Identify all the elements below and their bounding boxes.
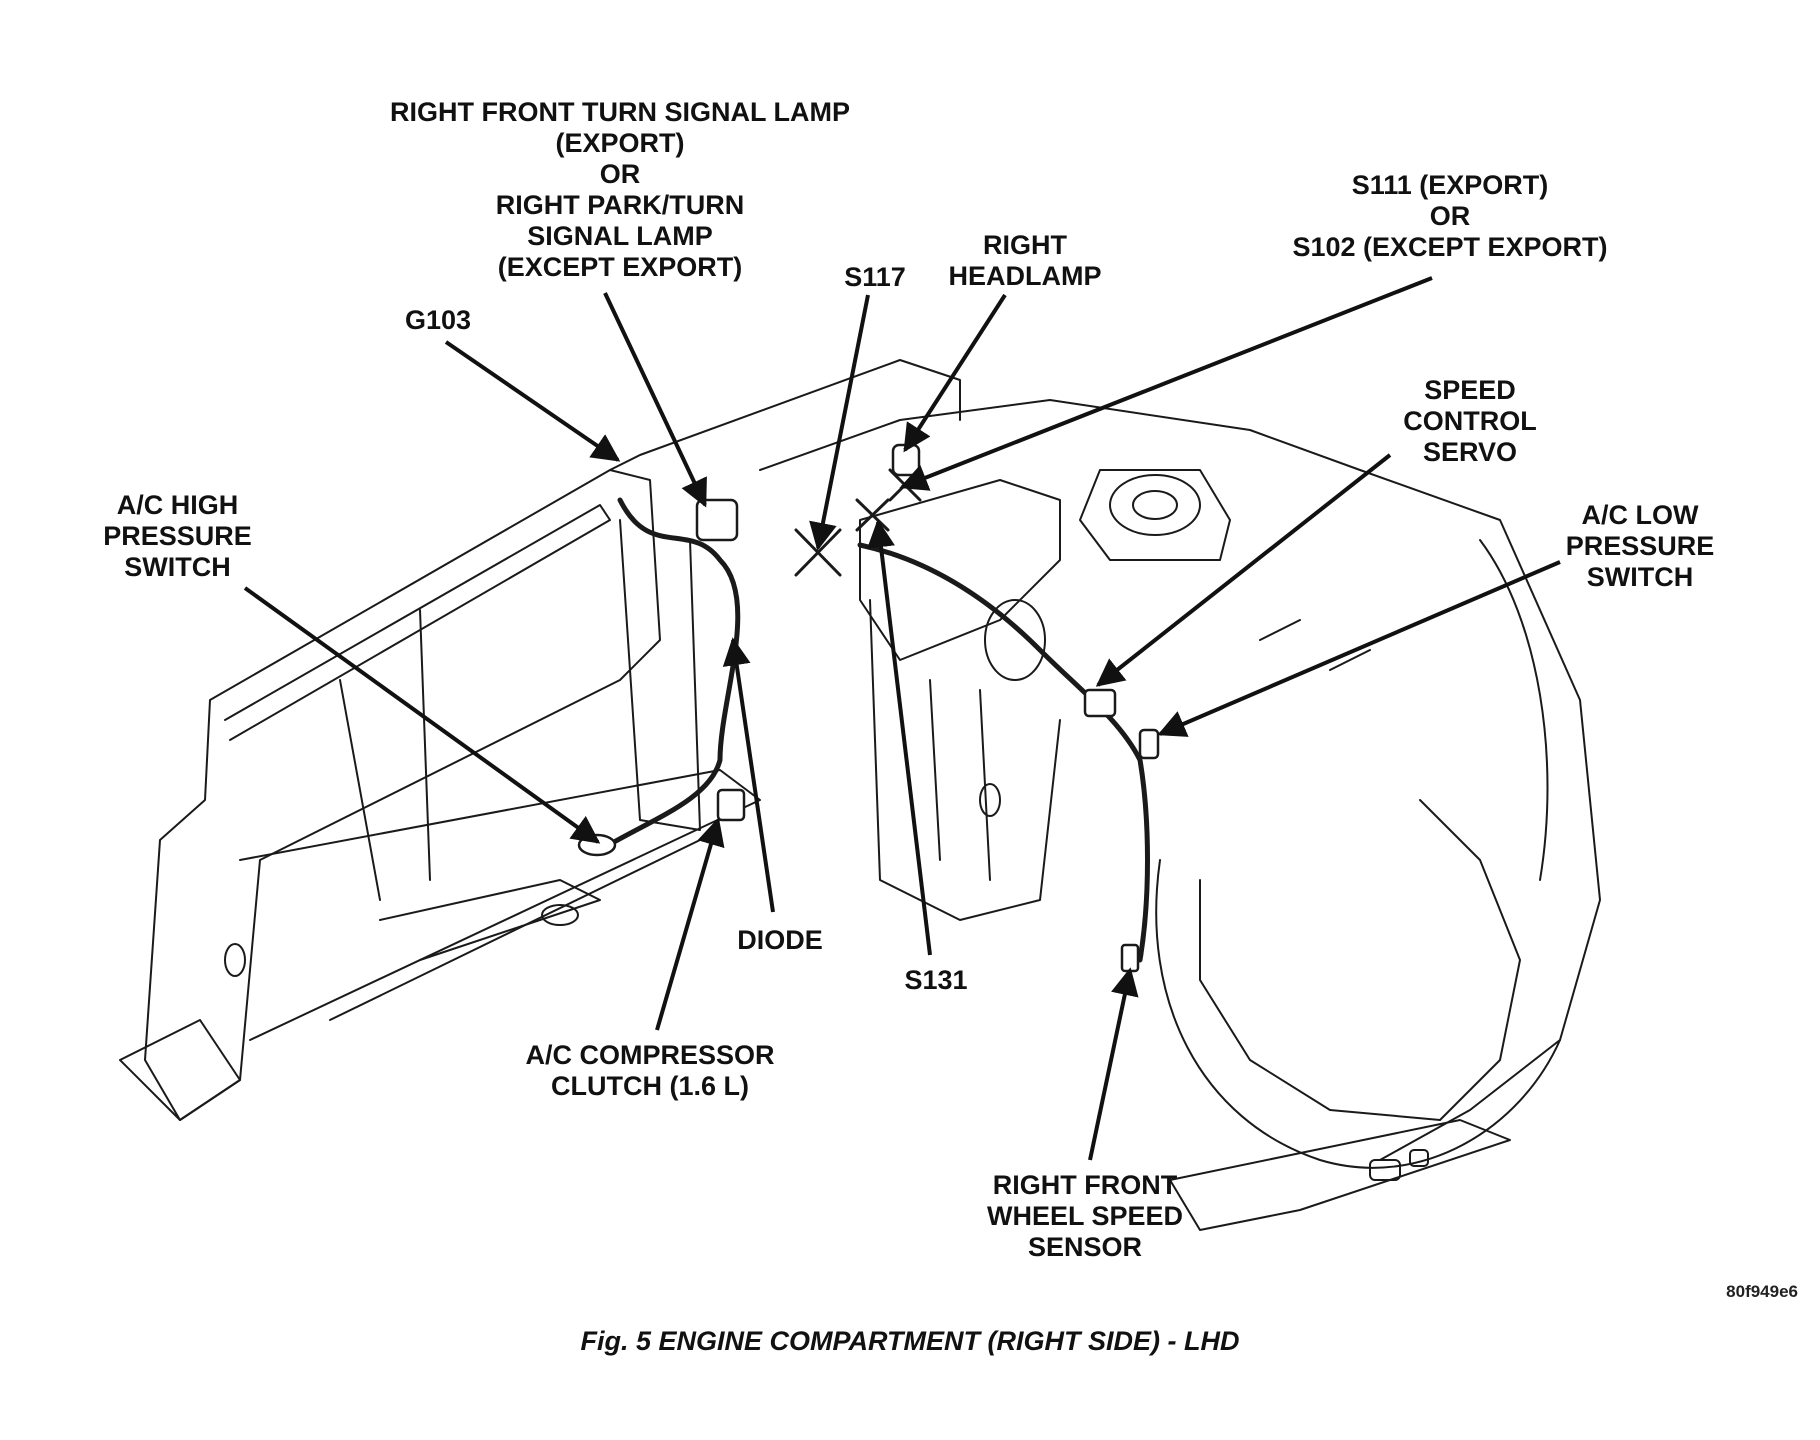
arrow-wheel-sensor — [1088, 967, 1139, 1161]
label-g103: G103 — [404, 305, 472, 335]
splice-s117 — [794, 528, 842, 577]
radiator-support — [119, 359, 961, 1121]
arrow-speed-servo — [1095, 453, 1392, 687]
wheel-house — [1155, 539, 1561, 1231]
splice-s131 — [855, 498, 890, 532]
arrow-s131 — [867, 519, 932, 956]
arrow-ac-high — [243, 586, 601, 844]
inner-fender — [759, 399, 1601, 1161]
label-diode: DIODE — [737, 925, 823, 955]
figure-caption: Fig. 5 ENGINE COMPARTMENT (RIGHT SIDE) -… — [580, 1326, 1240, 1356]
arrow-headlamp — [903, 293, 1007, 453]
connectors — [577, 443, 1160, 973]
arrow-turn-lamp — [603, 292, 707, 508]
arrow-ac-low — [1157, 560, 1561, 737]
arrow-s117 — [809, 294, 870, 551]
arrow-g103 — [444, 340, 621, 462]
arrow-diode — [722, 637, 775, 913]
arrow-compressor — [655, 817, 725, 1031]
label-s117: S117 — [844, 262, 906, 292]
figure-code: 80f949e6 — [1726, 1282, 1798, 1301]
arrow-s111 — [899, 276, 1433, 491]
label-s131: S131 — [904, 965, 968, 995]
